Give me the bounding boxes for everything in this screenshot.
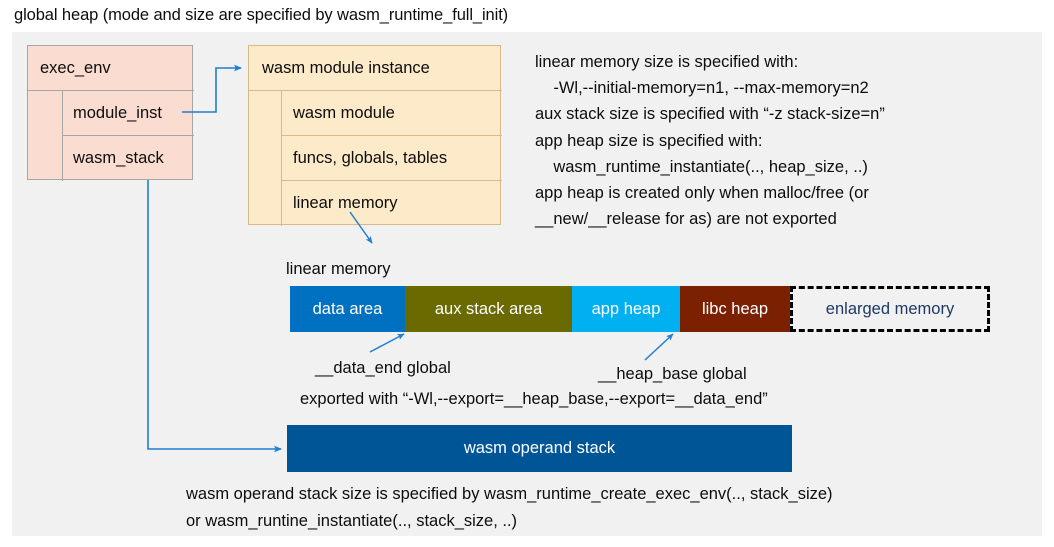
exec-env-field-wasm-stack: wasm_stack <box>62 136 194 181</box>
annotation-data-end: __data_end global <box>315 359 451 377</box>
module-instance-field-linear-memory: linear memory <box>281 181 502 226</box>
wasm-operand-stack-bar: wasm operand stack <box>287 425 792 472</box>
segment-aux-stack-area: aux stack area <box>405 286 572 332</box>
wasm-module-instance-box: wasm module instance wasm module funcs, … <box>248 45 502 226</box>
linear-memory-bar: data area aux stack area app heap libc h… <box>290 286 990 332</box>
segment-data-area: data area <box>290 286 405 332</box>
configuration-notes: linear memory size is specified with: -W… <box>535 53 885 229</box>
page-title: global heap (mode and size are specified… <box>14 6 509 24</box>
segment-enlarged-memory: enlarged memory <box>790 286 990 332</box>
annotation-heap-base: __heap_base global <box>598 365 747 383</box>
exec-env-box: exec_env module_inst wasm_stack <box>27 45 194 181</box>
linear-memory-label: linear memory <box>286 260 391 278</box>
exec-env-header: exec_env <box>28 46 194 91</box>
segment-app-heap: app heap <box>572 286 680 332</box>
annotation-exported-symbols: exported with “-Wl,--export=__heap_base,… <box>300 390 768 408</box>
segment-libc-heap: libc heap <box>680 286 790 332</box>
module-instance-header: wasm module instance <box>249 46 502 91</box>
operand-stack-note: wasm operand stack size is specified by … <box>186 485 833 530</box>
module-instance-field-funcs-globals-tables: funcs, globals, tables <box>281 136 502 181</box>
module-instance-field-wasm-module: wasm module <box>281 91 502 136</box>
exec-env-field-module-inst: module_inst <box>62 91 194 136</box>
